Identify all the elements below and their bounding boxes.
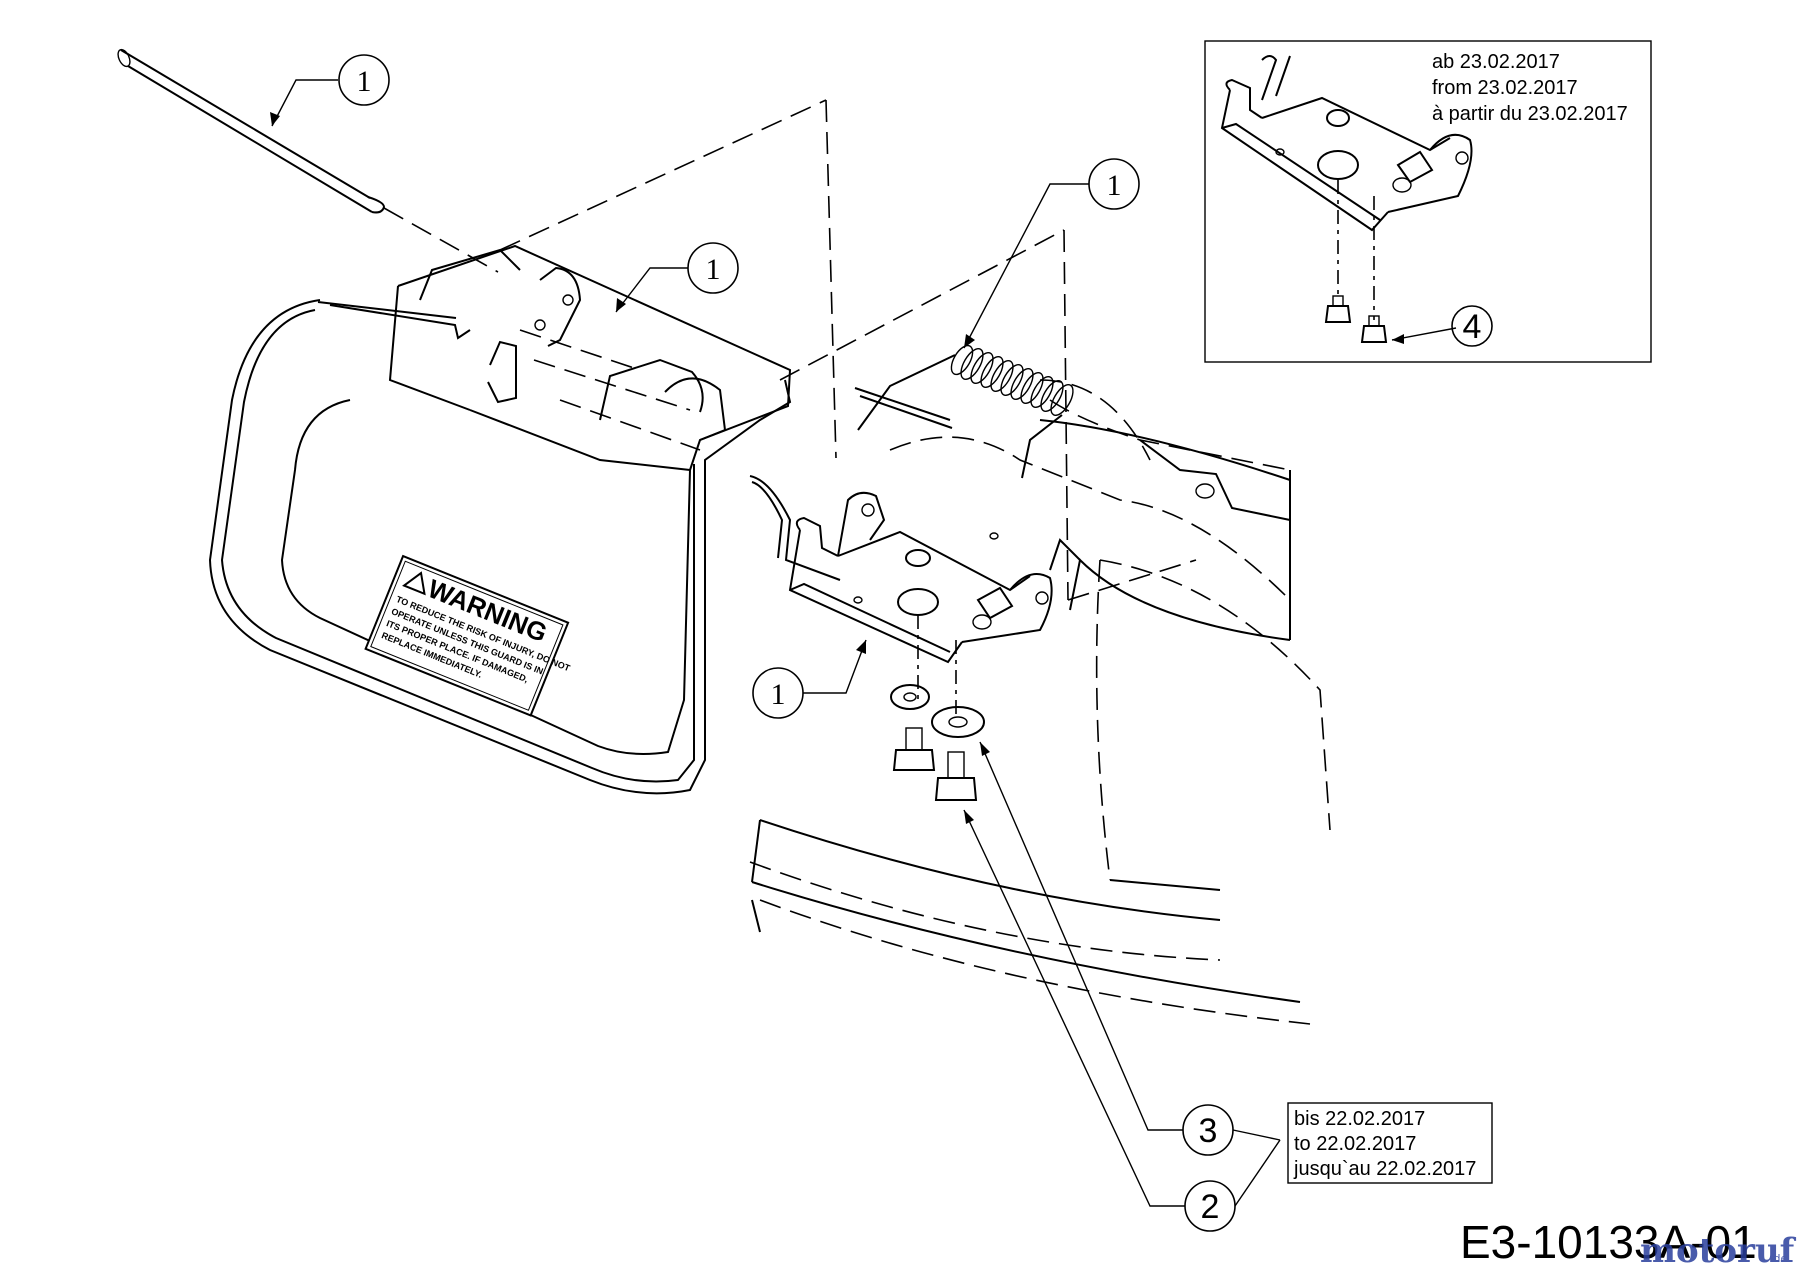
svg-text:1: 1	[1107, 169, 1122, 202]
callout-1-flap: 1	[615, 242, 739, 313]
callout-1-bracket: 1	[752, 639, 867, 719]
inset-note-line2: from 23.02.2017	[1432, 77, 1578, 99]
inset-note-line3: à partir du 23.02.2017	[1432, 103, 1628, 125]
watermark-text: motoruf	[1640, 1231, 1797, 1271]
spring-bracket-assembly	[788, 344, 1331, 831]
callout-3: 3	[979, 741, 1281, 1156]
callout-1-spring: 1	[963, 158, 1140, 349]
tension-spring	[854, 344, 1074, 479]
inset-note-line1: ab 23.02.2017	[1432, 51, 1560, 73]
svg-text:2: 2	[1201, 1188, 1220, 1226]
callout-4-label: 4	[1463, 308, 1482, 346]
diagram-code: E3-10133A-01	[1460, 1216, 1757, 1268]
warning-decal: WARNING TO REDUCE THE RISK OF INJURY, DO…	[364, 554, 572, 717]
bottom-note-line3: jusqu`au 22.02.2017	[1293, 1158, 1476, 1180]
svg-text:1: 1	[706, 253, 721, 286]
bottom-note-line2: to 22.02.2017	[1294, 1133, 1416, 1155]
bottom-note-line1: bis 22.02.2017	[1294, 1108, 1425, 1130]
lower-body-outline	[749, 559, 1311, 1025]
svg-text:1: 1	[357, 65, 372, 98]
callout-1-rod: 1	[270, 54, 390, 127]
rear-guard-flap	[208, 99, 1069, 795]
bottom-note-box: bis 22.02.2017 to 22.02.2017 jusqu`au 22…	[1287, 1102, 1493, 1184]
watermark-suffix: .de	[1770, 1252, 1787, 1265]
watermark-logo: motoruf .de	[1640, 1231, 1797, 1271]
svg-text:3: 3	[1199, 1112, 1218, 1150]
rod-part	[117, 48, 499, 273]
inset-detail-box: 4 ab 23.02.2017 from 23.02.2017 à partir…	[1204, 40, 1652, 363]
svg-text:1: 1	[771, 678, 786, 711]
callout-2: 2	[963, 809, 1281, 1232]
